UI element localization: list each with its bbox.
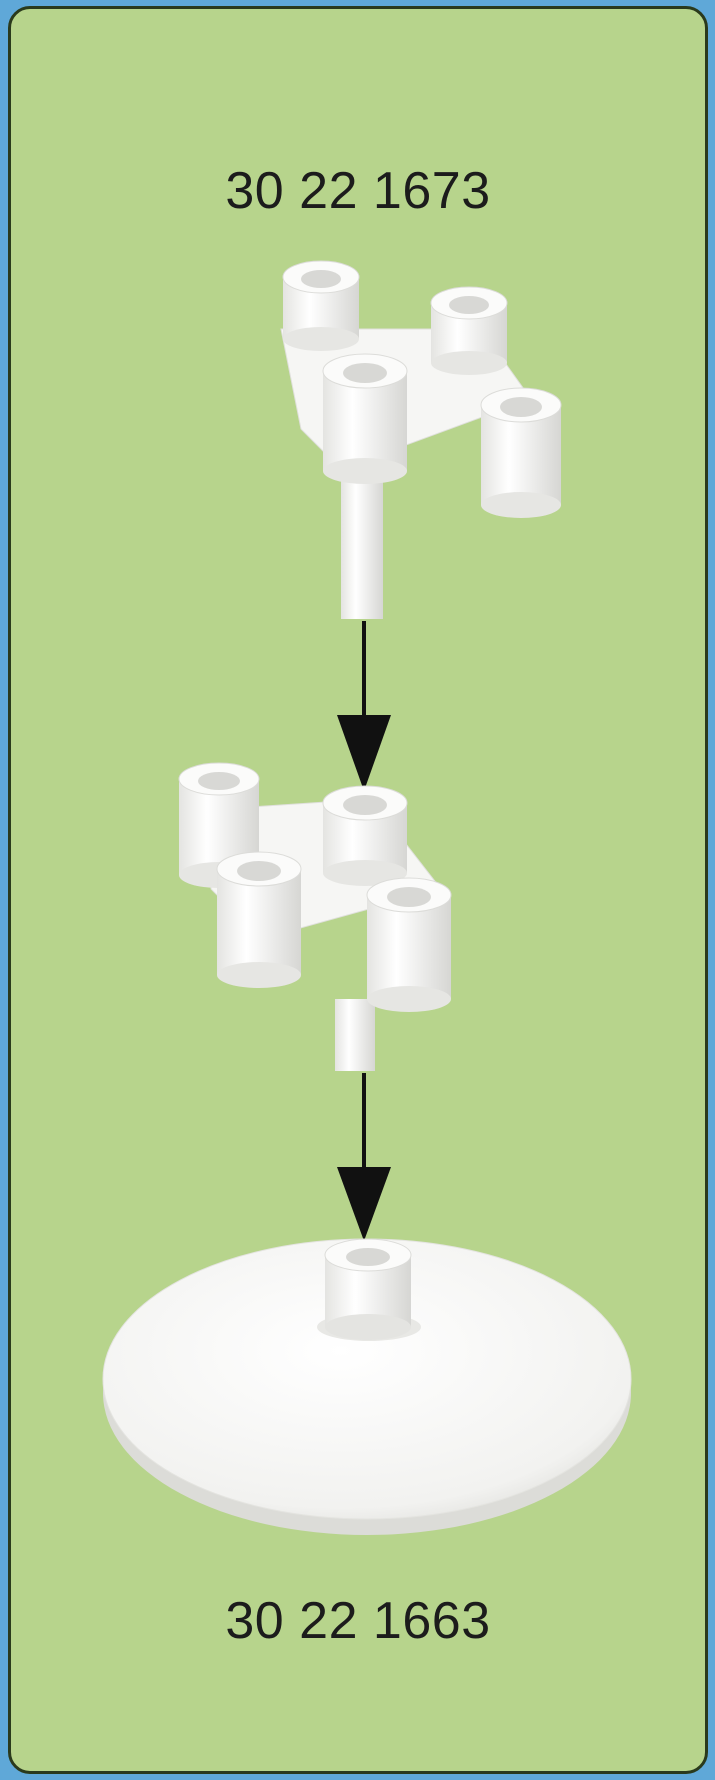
- bottom-part-number: 30 22 1663: [11, 1591, 705, 1651]
- middle-socket-front-left: [217, 852, 301, 988]
- assembly-diagram: [11, 9, 708, 1774]
- middle-socket-back-right: [323, 786, 407, 886]
- top-socket-front-left: [323, 354, 407, 484]
- instruction-panel: 30 22 1673: [8, 6, 708, 1774]
- top-socket-back-right: [431, 287, 507, 375]
- top-part-shaft: [341, 479, 383, 619]
- middle-hub-part: [179, 763, 451, 1071]
- down-arrow-icon-1: [337, 621, 391, 791]
- top-socket-front-right: [481, 388, 561, 518]
- down-arrow-icon-2: [337, 1073, 391, 1241]
- top-socket-back-left: [283, 261, 359, 351]
- middle-socket-front-right: [367, 878, 451, 1012]
- middle-part-shaft: [335, 999, 375, 1071]
- round-base-part: [103, 1239, 631, 1535]
- top-hub-part: [281, 261, 561, 619]
